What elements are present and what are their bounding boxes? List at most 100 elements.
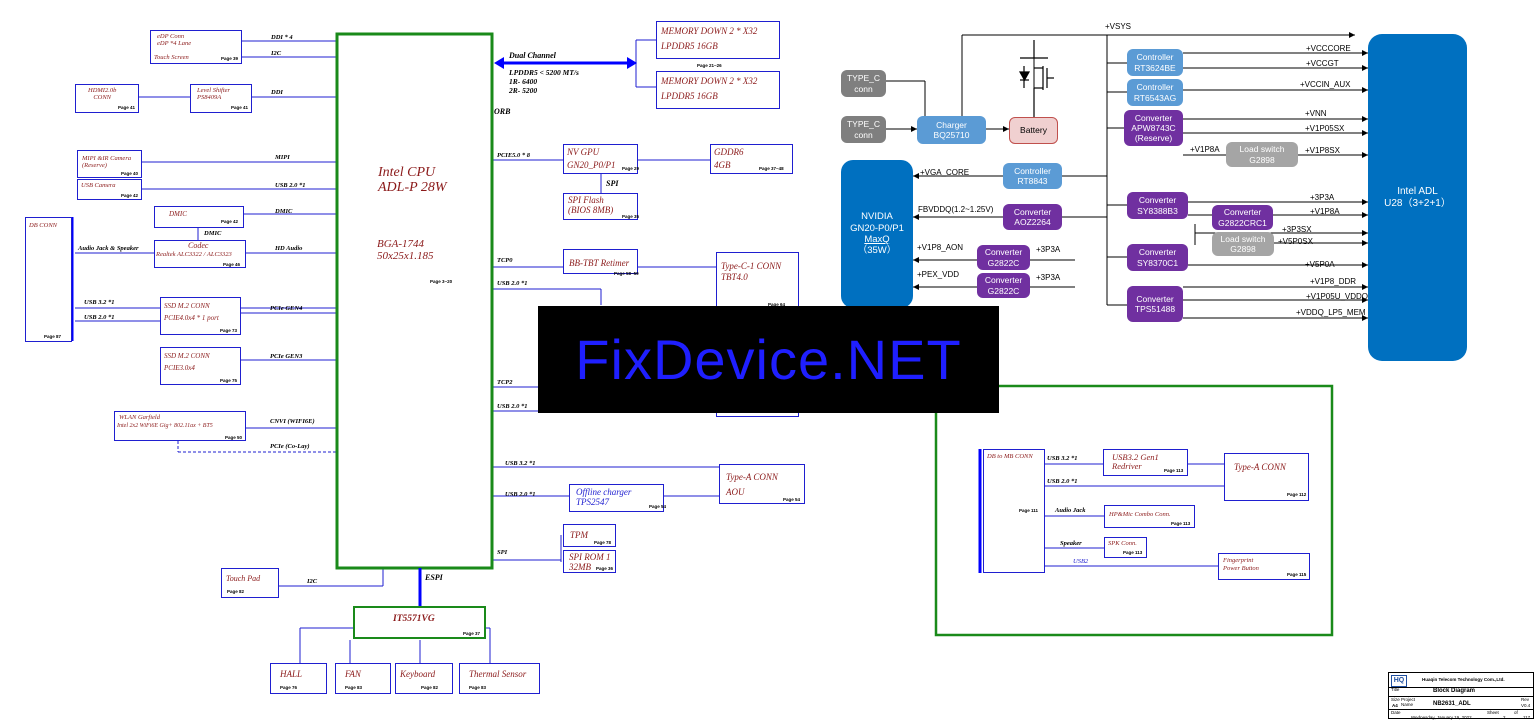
lpddr5-speed-line1: LPDDR5 < 5200 MT/s bbox=[509, 68, 579, 77]
rail-v1p05sx: +V1P05SX bbox=[1305, 124, 1345, 133]
ec-it5571vg-block: IT5571VG Page 37 bbox=[353, 606, 486, 639]
codec-dmic-signal: DMIC bbox=[204, 230, 222, 237]
db-typea-conn-block: Type-A CONN Page 112 bbox=[1224, 453, 1309, 501]
mem1-line2: LPDDR5 16GB bbox=[661, 41, 718, 51]
edp-conn-block: eDP Conn eDP *4 Lane Touch Screen Page 3… bbox=[150, 30, 242, 64]
db-conn-page: Page 87 bbox=[44, 334, 62, 339]
usb32-redriver-block: USB3.2 Gen1 Redriver Page 113 bbox=[1103, 449, 1188, 476]
sig-usb20-offline: USB 2.0 *1 bbox=[505, 491, 536, 498]
rail-3p3sx: +3P3SX bbox=[1282, 225, 1312, 234]
converter-g2822c-2: Converter G2822C bbox=[977, 273, 1030, 298]
typea-line1: Type-A CONN bbox=[726, 472, 778, 482]
fan-page: Page 83 bbox=[345, 685, 363, 690]
edp-line2: eDP *4 Lane bbox=[157, 40, 192, 47]
ls2-l2: G2898 bbox=[1230, 244, 1256, 254]
conv5-l1: Converter bbox=[1138, 195, 1177, 206]
typec1-page: Page 64 bbox=[768, 302, 786, 307]
load-switch-2: Load switch G2898 bbox=[1212, 232, 1274, 256]
rail-v1p8-aon: +V1P8_AON bbox=[917, 243, 964, 252]
sig-pcie3: PCIe GEN3 bbox=[270, 353, 303, 360]
keyboard-label: Keyboard bbox=[400, 669, 436, 679]
hall-label: HALL bbox=[280, 669, 303, 679]
nvidia-l3: MaxQ bbox=[864, 234, 890, 245]
size-label: Size bbox=[1391, 697, 1400, 702]
offline-charger-block: Offline charger TPS2547 Page 54 bbox=[569, 484, 667, 512]
watermark-text: FixDevice.NET bbox=[575, 328, 962, 391]
offline-line1: Offline charger bbox=[576, 487, 632, 497]
load-switch-1: Load switch G2898 bbox=[1226, 142, 1298, 167]
db-usb32-signal: USB 3.2 *1 bbox=[84, 299, 115, 306]
nv-gpu-block: NV GPU GN20_P0/P1 Page 29 bbox=[563, 144, 639, 174]
redriver-l2: Redriver bbox=[1112, 461, 1142, 471]
typec1-l1: TYPE_C bbox=[846, 73, 881, 84]
retimer-label: BB-TBT Retimer bbox=[569, 258, 630, 268]
spirom-line1: SPI ROM 1 bbox=[569, 552, 611, 562]
sheet-value: 2 bbox=[1503, 715, 1506, 720]
sig-espi: ESPI bbox=[425, 573, 443, 582]
sig-pcie-colay: PCIe (Co-Lay) bbox=[270, 443, 310, 450]
rail-pex-vdd: +PEX_VDD bbox=[917, 270, 960, 279]
ssd1-title: SSD M.2 CONN bbox=[164, 302, 210, 310]
ec-label: IT5571VG bbox=[393, 614, 435, 624]
nvidia-l4: （35W） bbox=[857, 245, 897, 257]
rail-v1p8a: +V1P8A bbox=[1310, 207, 1340, 216]
sig-orb: ORB bbox=[494, 107, 511, 116]
codec-part: Realtek ALC3322 / ALC3323 bbox=[156, 251, 232, 258]
ctrl2-l1: Controller bbox=[1136, 82, 1174, 93]
ls1-l1: Load switch bbox=[1239, 144, 1285, 155]
db-sig-audio: Audio Jack bbox=[1055, 507, 1086, 514]
db-mb-page: Page 111 bbox=[1019, 508, 1039, 513]
redriver-page: Page 113 bbox=[1164, 468, 1184, 473]
edp-page: Page 39 bbox=[221, 56, 239, 61]
cpu-title: Intel CPU ADL-P 28W bbox=[378, 165, 447, 195]
usb-camera-block: USB Camera Page 42 bbox=[77, 179, 142, 200]
thermal-page: Page 83 bbox=[469, 685, 487, 690]
title-value: Block Diagram bbox=[1433, 688, 1476, 694]
rail-v1p8sx: +V1P8SX bbox=[1305, 146, 1340, 155]
lpddr5-speed-line2: 1R- 6400 bbox=[509, 77, 538, 86]
mem2-line1: MEMORY DOWN 2 * X32 bbox=[661, 76, 758, 86]
shifter-line2: PS8409A bbox=[197, 94, 222, 101]
sig-usb20-tcp2: USB 2.0 *1 bbox=[497, 403, 528, 410]
lpddr5-speed: LPDDR5 < 5200 MT/s 1R- 6400 2R- 5200 bbox=[509, 68, 579, 95]
rail-v5p0sx: +V5P0SX bbox=[1278, 237, 1313, 246]
hpmic-label: HP&Mic Combo Conn. bbox=[1109, 511, 1171, 518]
db-typea-label: Type-A CONN bbox=[1234, 462, 1286, 472]
converter-g2822c-1: Converter G2822C bbox=[977, 245, 1030, 270]
spiflash-line1: SPI Flash bbox=[568, 195, 604, 205]
offline-page: Page 54 bbox=[649, 504, 667, 509]
conv8-l1: Converter bbox=[1136, 293, 1174, 304]
rail-3p3a: +3P3A bbox=[1310, 193, 1335, 202]
db-to-mb-conn-block: DB to MB CONN Page 111 bbox=[983, 449, 1045, 573]
spirom-page: Page 36 bbox=[596, 566, 614, 571]
mem2-line2: LPDDR5 16GB bbox=[661, 91, 718, 101]
conv4-l2: G2822C bbox=[987, 285, 1020, 296]
sig-tcp0: TCP0 bbox=[497, 257, 513, 264]
converter-sy8370c1: Converter SY8370C1 bbox=[1127, 244, 1188, 271]
dmic-block: DMIC Page 42 bbox=[154, 206, 244, 228]
keyboard-block: Keyboard Page 82 bbox=[395, 663, 453, 694]
codec-title: Codec bbox=[188, 241, 209, 250]
rail-vcccore: +VCCCORE bbox=[1306, 44, 1351, 53]
conv5-l2: SY8388B3 bbox=[1137, 205, 1178, 216]
db-usb20-signal: USB 2.0 *1 bbox=[84, 314, 115, 321]
gddr-line1: GDDR6 bbox=[714, 147, 744, 157]
rail-fbvddq: FBVDDQ(1.2~1.25V) bbox=[918, 205, 994, 214]
company-name: Huaqin Telecom Technology Com.,Ltd. bbox=[1422, 677, 1505, 682]
sig-i2c: I2C bbox=[271, 50, 282, 57]
sig-usb20-cam: USB 2.0 *1 bbox=[275, 182, 306, 189]
wlan-spec: Intel 2x2 WiFi6E Gig+ 802.11ax + BT5 bbox=[117, 423, 213, 429]
intel-l1: Intel ADL bbox=[1397, 185, 1438, 197]
conv6-l1: Converter bbox=[1223, 207, 1262, 218]
fan-block: FAN Page 83 bbox=[335, 663, 391, 694]
conv8-l2: TPS51488 bbox=[1134, 304, 1176, 314]
db-audio-signal: Audio Jack & Speaker bbox=[78, 245, 139, 252]
mipi-page: Page 40 bbox=[121, 171, 139, 176]
ctrl1-l1: Controller bbox=[1136, 52, 1174, 63]
edp-line1: eDP Conn bbox=[157, 33, 185, 40]
usb-camera-page: Page 42 bbox=[121, 193, 139, 198]
spi-flash-block: SPI Flash (BIOS 8MB) Page 35 bbox=[563, 193, 639, 220]
typec-conn-1: TYPE_C conn bbox=[841, 70, 886, 97]
spirom-line2: 32MB bbox=[569, 562, 591, 572]
conv1-l3: (Reserve) bbox=[1134, 133, 1173, 144]
